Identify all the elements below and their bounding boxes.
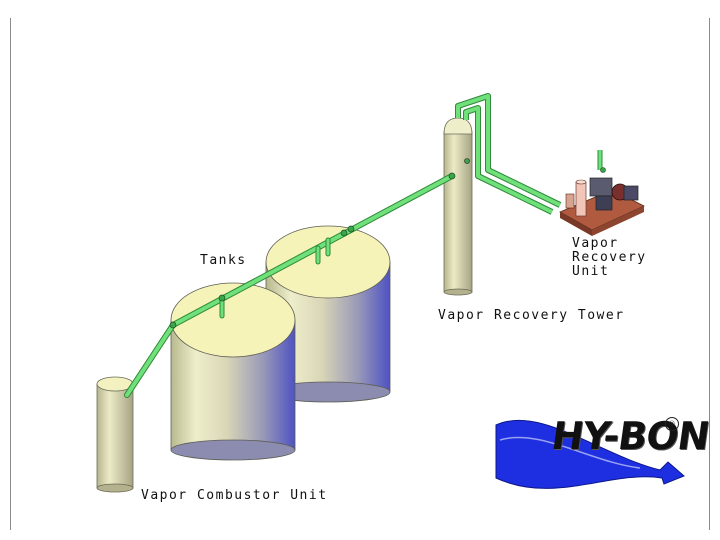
left-frame-line: [10, 18, 11, 530]
label-vapor-recovery-tower: Vapor Recovery Tower: [438, 308, 625, 323]
hy-bon-logo-text: HY-BON: [548, 414, 712, 458]
label-vapor-combustor-unit: Vapor Combustor Unit: [141, 488, 328, 503]
registered-mark: ®: [665, 417, 679, 431]
hy-bon-logo: [495, 419, 685, 489]
label-vapor-recovery-unit: Vapor Recovery Unit: [572, 237, 647, 279]
label-vru-line-3: Unit: [572, 264, 610, 279]
vapor-recovery-unit: [559, 167, 645, 236]
vapor-combustor-stack: [96, 376, 134, 493]
pipe-fittings: [169, 172, 456, 329]
right-frame-line: [709, 18, 710, 530]
vapor-recovery-tower: [443, 117, 473, 296]
label-vru-line-2: Recovery: [572, 250, 647, 265]
label-tanks: Tanks: [200, 253, 247, 268]
tower-to-unit-pipes: [455, 93, 603, 215]
label-vru-line-1: Vapor: [572, 236, 619, 251]
storage-tank-front: [170, 282, 296, 461]
